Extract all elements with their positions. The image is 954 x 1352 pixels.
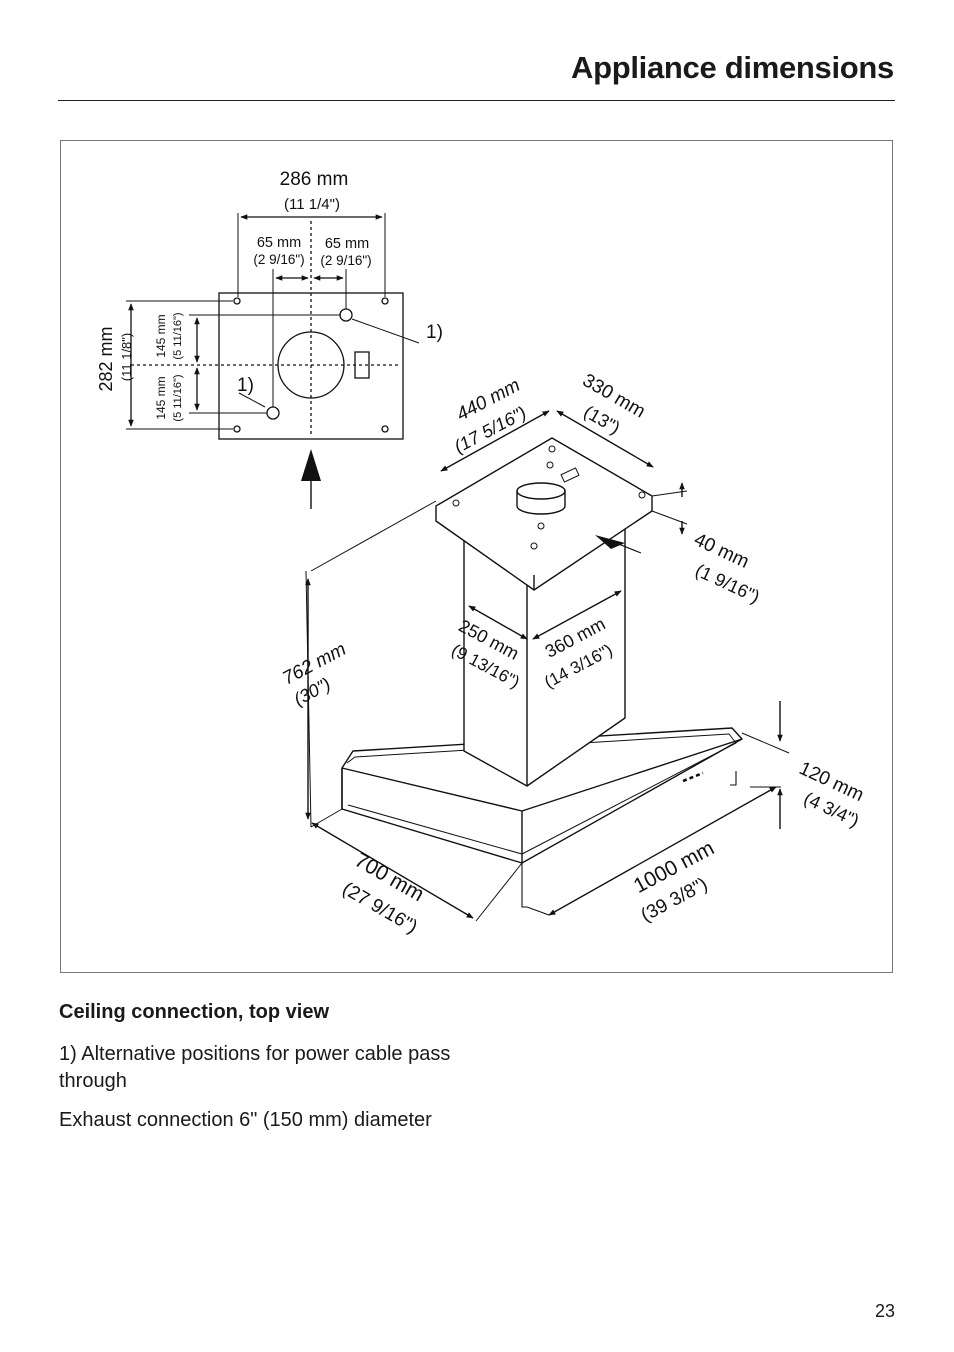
callout-leader-right (351, 318, 420, 344)
caption-heading: Ceiling connection, top view (59, 1001, 330, 1023)
plate-thickness-in: (1 9/16") (692, 560, 762, 607)
half-top-mm: 145 mm (154, 314, 168, 357)
caption-note-cable: 1) Alternative positions for power cable… (59, 1043, 451, 1092)
canopy-depth-dimension (311, 822, 474, 919)
dimension-drawing-svg: 286 mm (11 1/4") 65 mm (2 9/16") 65 mm (… (96, 169, 867, 938)
title-divider (58, 100, 895, 101)
cable-hole-right (339, 308, 353, 322)
control-panel-buttons (682, 771, 704, 783)
callout-leader-left (238, 392, 266, 408)
offset-right-in: (2 9/16") (320, 253, 371, 268)
plate-pointer-arrow-icon (595, 535, 625, 549)
view-direction-arrow-icon (301, 449, 321, 481)
top-width-mm: 286 mm (280, 169, 349, 190)
top-width-in: (11 1/4") (284, 196, 340, 213)
offset-right-mm: 65 mm (325, 236, 369, 252)
half-top-in: (5 11/16") (172, 312, 184, 359)
plate-length-dimension (440, 410, 550, 472)
hood-drawing (305, 410, 790, 922)
top-depth-mm: 282 mm (96, 326, 116, 391)
page-number: 23 (874, 1301, 895, 1321)
half-bottom-mm: 145 mm (154, 376, 168, 419)
plate-width-dimension (556, 410, 654, 468)
offset-left-mm: 65 mm (257, 235, 301, 251)
callout-right-label: 1) (426, 322, 443, 343)
dimension-drawing: 286 mm (11 1/4") 65 mm (2 9/16") 65 mm (… (60, 140, 893, 973)
chimney-depth-dimension (468, 605, 528, 640)
screw-hole (381, 425, 389, 433)
half-bottom-in: (5 11/16") (172, 374, 184, 421)
caption-note-exhaust: Exhaust connection 6" (150 mm) diameter (59, 1109, 432, 1131)
screw-hole (233, 425, 241, 433)
chimney-width-dimension (532, 590, 622, 640)
offset-left-in: (2 9/16") (253, 252, 304, 267)
callout-left-label: 1) (237, 375, 254, 396)
top-depth-in: (11 1/8") (119, 333, 134, 381)
canopy-width-dimension (548, 786, 777, 916)
page-title: Appliance dimensions (570, 50, 894, 85)
cable-hole-left (266, 406, 280, 420)
screw-hole (233, 297, 241, 305)
top-view (126, 213, 420, 509)
screw-hole (381, 297, 389, 305)
